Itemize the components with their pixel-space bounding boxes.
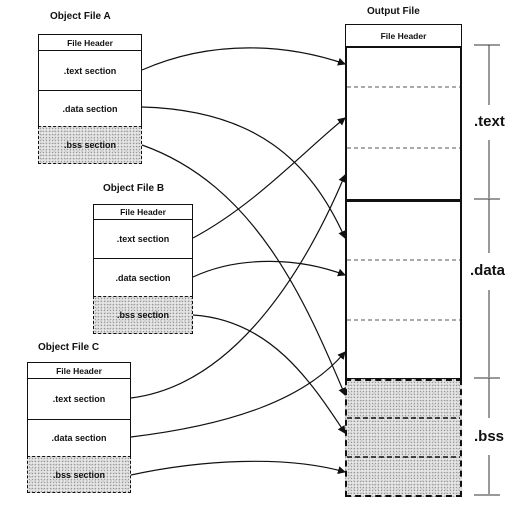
object-a-bss-section: .bss section — [38, 126, 142, 164]
object-c-bss-section: .bss section — [27, 456, 131, 493]
arrow-b-text — [192, 117, 346, 239]
arrow-c-text — [130, 174, 346, 399]
arrow-c-bss — [130, 460, 346, 476]
object-file-a-title: Object File A — [50, 11, 111, 22]
object-file-b-title: Object File B — [103, 183, 165, 194]
object-a-data-section: .data section — [38, 90, 142, 127]
object-file-c-title: Object File C — [38, 342, 100, 353]
output-data-region — [345, 200, 462, 380]
object-c-text-section: .text section — [27, 378, 131, 420]
object-a-file-header: File Header — [38, 34, 142, 51]
object-b-bss-section: .bss section — [93, 296, 193, 334]
object-b-text-section: .text section — [93, 219, 193, 259]
segment-label-data: .data — [470, 262, 506, 279]
arrow-b-bss — [192, 314, 346, 434]
object-b-data-section: .data section — [93, 258, 193, 297]
arrow-c-data — [130, 351, 346, 438]
output-text-region — [345, 46, 462, 201]
arrow-a-text — [141, 47, 346, 71]
segment-label-text: .text — [474, 113, 505, 130]
object-a-text-section: .text section — [38, 50, 142, 91]
segment-label-bss: .bss — [474, 428, 505, 445]
output-file-title: Output File — [367, 6, 420, 17]
output-bss-region — [345, 379, 462, 497]
arrow-b-data — [192, 260, 346, 278]
arrow-a-data — [141, 106, 346, 239]
arrow-a-bss — [141, 144, 346, 396]
